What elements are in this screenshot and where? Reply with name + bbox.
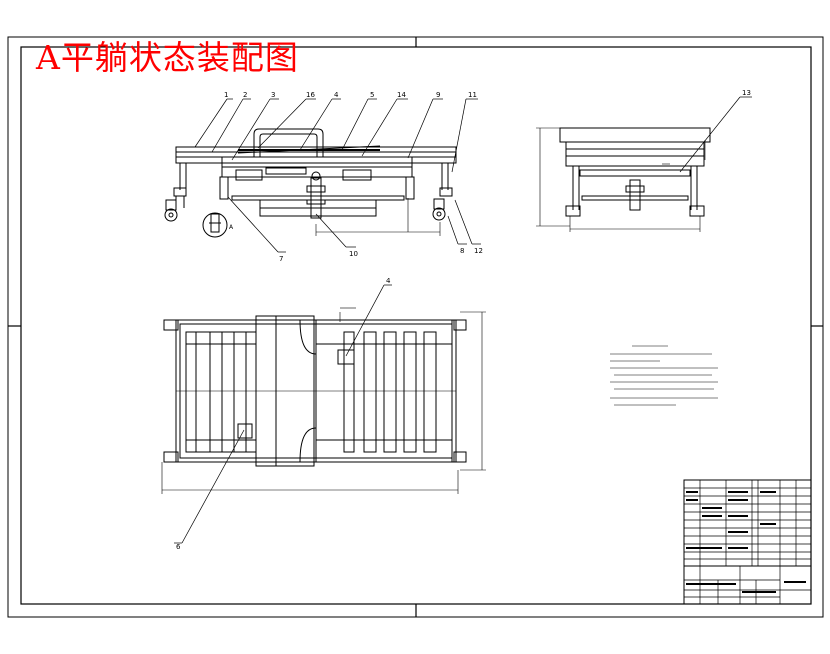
balloon-labels: 1 2 3 16 4 5 14 9 11 13 7 10 8 12 4 6 A (176, 89, 751, 551)
balloon-2: 2 (243, 91, 247, 99)
balloon-8: 8 (460, 247, 464, 255)
balloon-14: 14 (397, 91, 406, 99)
side-view (536, 127, 711, 232)
drawing-title: A平躺状态装配图 (36, 38, 299, 77)
balloon-1: 1 (224, 91, 228, 99)
balloon-12: 12 (474, 247, 483, 255)
balloon-4-top: 4 (386, 277, 391, 285)
inner-frame (20, 46, 812, 605)
top-view (161, 307, 486, 494)
balloon-10: 10 (349, 250, 358, 258)
balloon-5: 5 (370, 91, 374, 99)
balloon-13: 13 (742, 89, 751, 97)
balloon-4: 4 (334, 91, 339, 99)
balloon-6: 6 (176, 543, 181, 551)
top-view-leaders (174, 284, 392, 544)
front-view-leaders (194, 98, 481, 253)
balloon-11: 11 (468, 91, 477, 99)
detail-a-label: A (229, 224, 234, 231)
side-view-leader (679, 96, 752, 173)
balloon-7: 7 (279, 255, 283, 263)
balloon-16: 16 (306, 91, 315, 99)
balloon-3: 3 (271, 91, 275, 99)
title-block (683, 479, 812, 605)
centering-marks (8, 37, 823, 617)
front-view (164, 128, 457, 238)
technical-notes (610, 345, 718, 406)
title-block-text-marks (686, 491, 806, 593)
outer-frame (7, 36, 824, 618)
balloon-9: 9 (436, 91, 440, 99)
